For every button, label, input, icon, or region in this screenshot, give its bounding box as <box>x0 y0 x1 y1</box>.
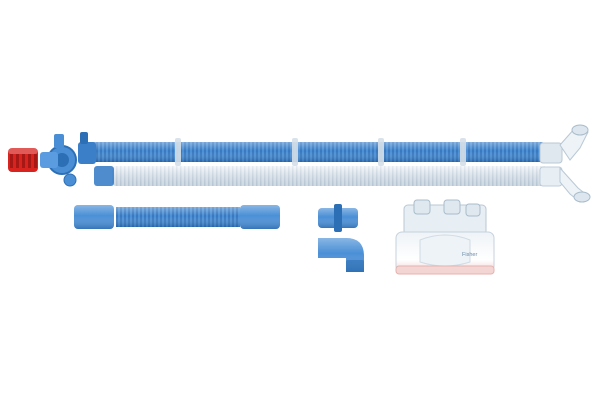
elbow-connector <box>318 238 364 272</box>
straight-connector <box>318 204 358 232</box>
left-end-assembly <box>40 132 114 187</box>
extension-tube <box>74 205 280 229</box>
right-end-connectors <box>539 124 591 203</box>
chamber-label: Fisher <box>462 252 477 258</box>
water-trap-chamber: Fisher <box>395 199 495 275</box>
red-cap <box>8 148 38 172</box>
blue-main-tube <box>90 138 545 166</box>
clear-main-tube <box>112 166 547 186</box>
